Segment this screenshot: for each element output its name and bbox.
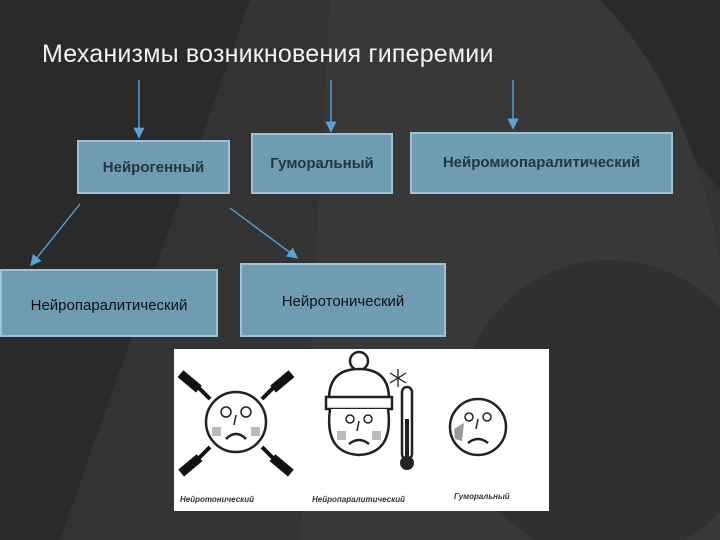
neurotonic-face-with-electrodes-icon: [177, 370, 295, 477]
mechanism-box-neuromyoparalytic: Нейромиопаралитический: [410, 132, 673, 194]
caption-neurotonic: Нейротонический: [180, 495, 254, 504]
subtype-label: Нейротонический: [281, 293, 405, 310]
electrode-icon: [260, 445, 294, 477]
electrode-icon: [260, 370, 295, 401]
mechanism-label: Гуморальный: [270, 155, 374, 172]
snowflake-icon: [389, 369, 407, 387]
mechanism-label: Нейрогенный: [102, 158, 205, 176]
subtype-box-neuroparalytic: Нейропаралитический: [0, 269, 218, 337]
humoral-face-icon: [448, 397, 508, 457]
electrode-icon: [178, 445, 212, 477]
caption-neuroparalytic: Нейропаралитический: [312, 495, 406, 504]
caption-humoral: Гуморальный: [454, 492, 510, 501]
mechanism-box-humoral: Гуморальный: [251, 133, 393, 194]
thermometer-icon: [400, 385, 414, 470]
mechanism-label: Нейромиопаралитический: [442, 154, 641, 171]
neuroparalytic-face-with-hat-icon: [324, 350, 394, 457]
electrode-icon: [177, 370, 212, 401]
slide-title: Механизмы возникновения гиперемии: [42, 40, 494, 68]
mechanism-box-neurogenic: Нейрогенный: [77, 140, 230, 194]
subtype-box-neurotonic: Нейротонический: [240, 263, 446, 337]
illustration-panel: Нейротонический Нейропаралитический Гумо…: [174, 349, 549, 511]
subtype-label: Нейропаралитический: [30, 297, 188, 314]
